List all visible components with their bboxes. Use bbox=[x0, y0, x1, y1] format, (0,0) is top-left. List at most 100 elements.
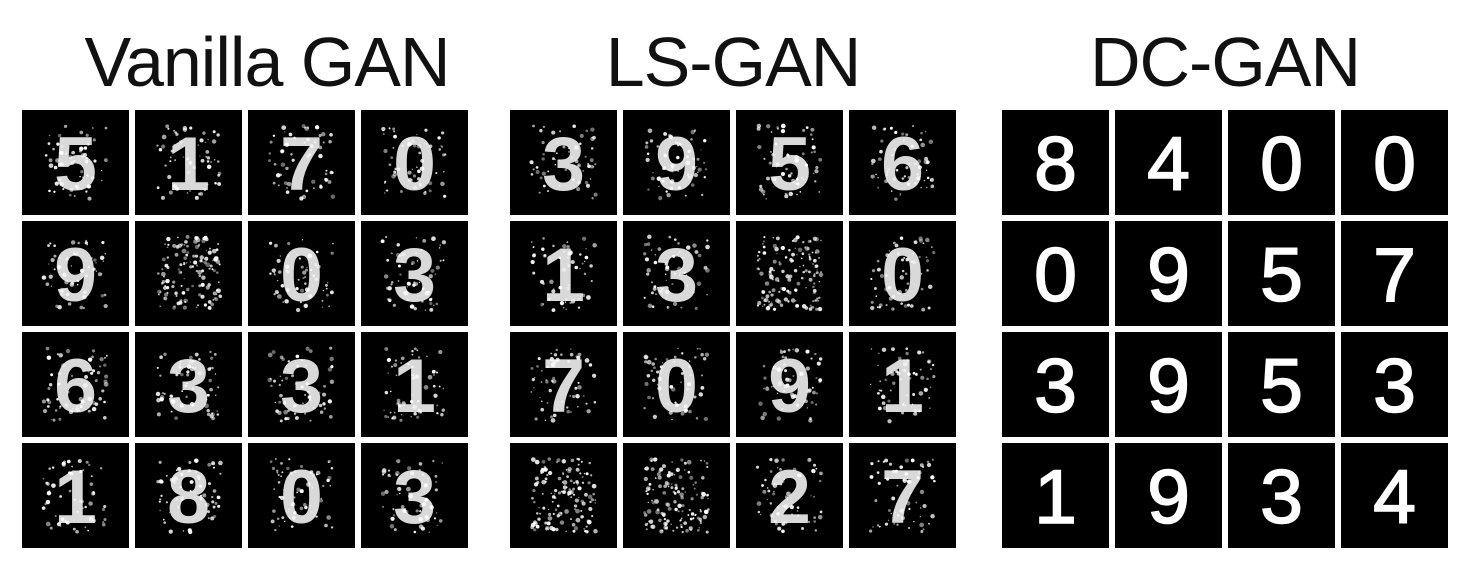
noise-speck bbox=[91, 491, 96, 495]
noise-speck bbox=[73, 194, 76, 197]
noise-speck bbox=[927, 360, 931, 364]
noise-speck bbox=[420, 248, 423, 252]
noise-speck bbox=[790, 298, 796, 303]
noise-speck bbox=[392, 508, 395, 511]
noise-speck bbox=[392, 172, 398, 177]
noise-speck bbox=[687, 470, 691, 474]
noise-speck bbox=[818, 296, 821, 299]
noise-speck bbox=[282, 401, 287, 405]
noise-speck bbox=[680, 526, 683, 529]
noise-speck bbox=[547, 470, 553, 476]
noise-speck bbox=[812, 263, 815, 265]
noise-speck bbox=[773, 490, 775, 493]
noise-speck bbox=[166, 291, 169, 294]
noise-speck bbox=[421, 287, 425, 291]
noise-speck bbox=[56, 398, 59, 401]
noise-speck bbox=[794, 299, 797, 302]
noise-speck bbox=[697, 253, 702, 258]
noise-speck bbox=[169, 156, 172, 159]
noise-speck bbox=[577, 385, 582, 390]
noise-speck bbox=[308, 294, 313, 299]
noise-speck bbox=[82, 469, 85, 472]
noise-speck bbox=[683, 521, 687, 525]
noise-speck bbox=[157, 272, 160, 275]
noise-speck bbox=[813, 273, 816, 276]
noise-speck bbox=[273, 293, 276, 296]
noise-speck bbox=[912, 371, 916, 375]
noise-speck bbox=[816, 269, 818, 271]
noise-speck bbox=[650, 281, 654, 284]
noise-speck bbox=[572, 124, 577, 129]
noise-speck bbox=[690, 129, 696, 135]
noise-speck bbox=[211, 412, 214, 415]
noise-speck bbox=[86, 174, 90, 177]
noise-speck bbox=[871, 125, 877, 130]
noise-speck bbox=[651, 397, 655, 400]
noise-speck bbox=[583, 472, 586, 475]
noise-speck bbox=[691, 175, 693, 177]
noise-speck bbox=[778, 262, 782, 266]
noise-speck bbox=[87, 529, 90, 532]
noise-speck bbox=[423, 483, 428, 488]
noise-speck bbox=[704, 352, 710, 357]
noise-speck bbox=[161, 280, 166, 284]
sample-image: 5 bbox=[22, 110, 129, 215]
noise-speck bbox=[428, 144, 433, 149]
noise-speck bbox=[581, 475, 584, 479]
noise-speck bbox=[582, 169, 585, 172]
noise-speck bbox=[815, 392, 818, 395]
noise-speck bbox=[79, 146, 84, 151]
noise-speck bbox=[276, 294, 282, 299]
noise-speck bbox=[413, 530, 417, 534]
noise-speck bbox=[772, 386, 775, 388]
noise-speck bbox=[324, 172, 328, 176]
noise-speck bbox=[442, 259, 445, 262]
noise-speck bbox=[417, 169, 421, 174]
noise-speck bbox=[207, 250, 212, 255]
noise-speck bbox=[155, 391, 161, 397]
noise-speck bbox=[163, 352, 167, 356]
noise-speck bbox=[705, 530, 709, 534]
noise-speck bbox=[214, 297, 219, 302]
noise-speck bbox=[579, 133, 584, 138]
noise-speck bbox=[276, 258, 281, 263]
noise-speck bbox=[179, 360, 182, 363]
noise-speck bbox=[581, 515, 584, 518]
noise-speck bbox=[547, 457, 551, 461]
noise-speck bbox=[699, 510, 703, 513]
noise-speck bbox=[538, 506, 540, 509]
noise-speck bbox=[212, 291, 217, 296]
noise-speck bbox=[569, 352, 574, 357]
noise-speck bbox=[906, 479, 912, 484]
noise-speck bbox=[413, 185, 417, 190]
noise-speck bbox=[799, 191, 802, 193]
noise-speck bbox=[326, 478, 330, 483]
noise-speck bbox=[706, 293, 708, 296]
noise-speck bbox=[98, 396, 103, 401]
noise-speck bbox=[197, 370, 203, 376]
noise-speck bbox=[660, 394, 663, 396]
sample-image: 7 bbox=[510, 332, 617, 437]
noise-speck bbox=[585, 402, 588, 405]
noise-speck bbox=[592, 243, 597, 248]
noise-speck bbox=[533, 482, 539, 487]
noise-speck bbox=[71, 408, 74, 410]
noise-speck bbox=[656, 383, 659, 386]
noise-speck bbox=[156, 144, 159, 147]
noise-speck bbox=[812, 285, 815, 289]
noise-speck bbox=[165, 278, 170, 284]
noise-speck bbox=[71, 374, 74, 377]
noise-speck bbox=[102, 416, 107, 420]
noise-speck bbox=[581, 262, 584, 265]
noise-speck bbox=[652, 414, 658, 419]
noise-speck bbox=[644, 467, 647, 470]
noise-speck bbox=[199, 496, 204, 501]
noise-speck bbox=[925, 237, 930, 243]
noise-speck bbox=[902, 139, 905, 142]
noise-speck bbox=[793, 182, 797, 185]
noise-speck bbox=[765, 386, 770, 391]
noise-speck bbox=[279, 355, 284, 360]
noise-speck bbox=[383, 192, 386, 194]
noise-speck bbox=[567, 490, 572, 496]
noise-speck bbox=[585, 129, 589, 133]
